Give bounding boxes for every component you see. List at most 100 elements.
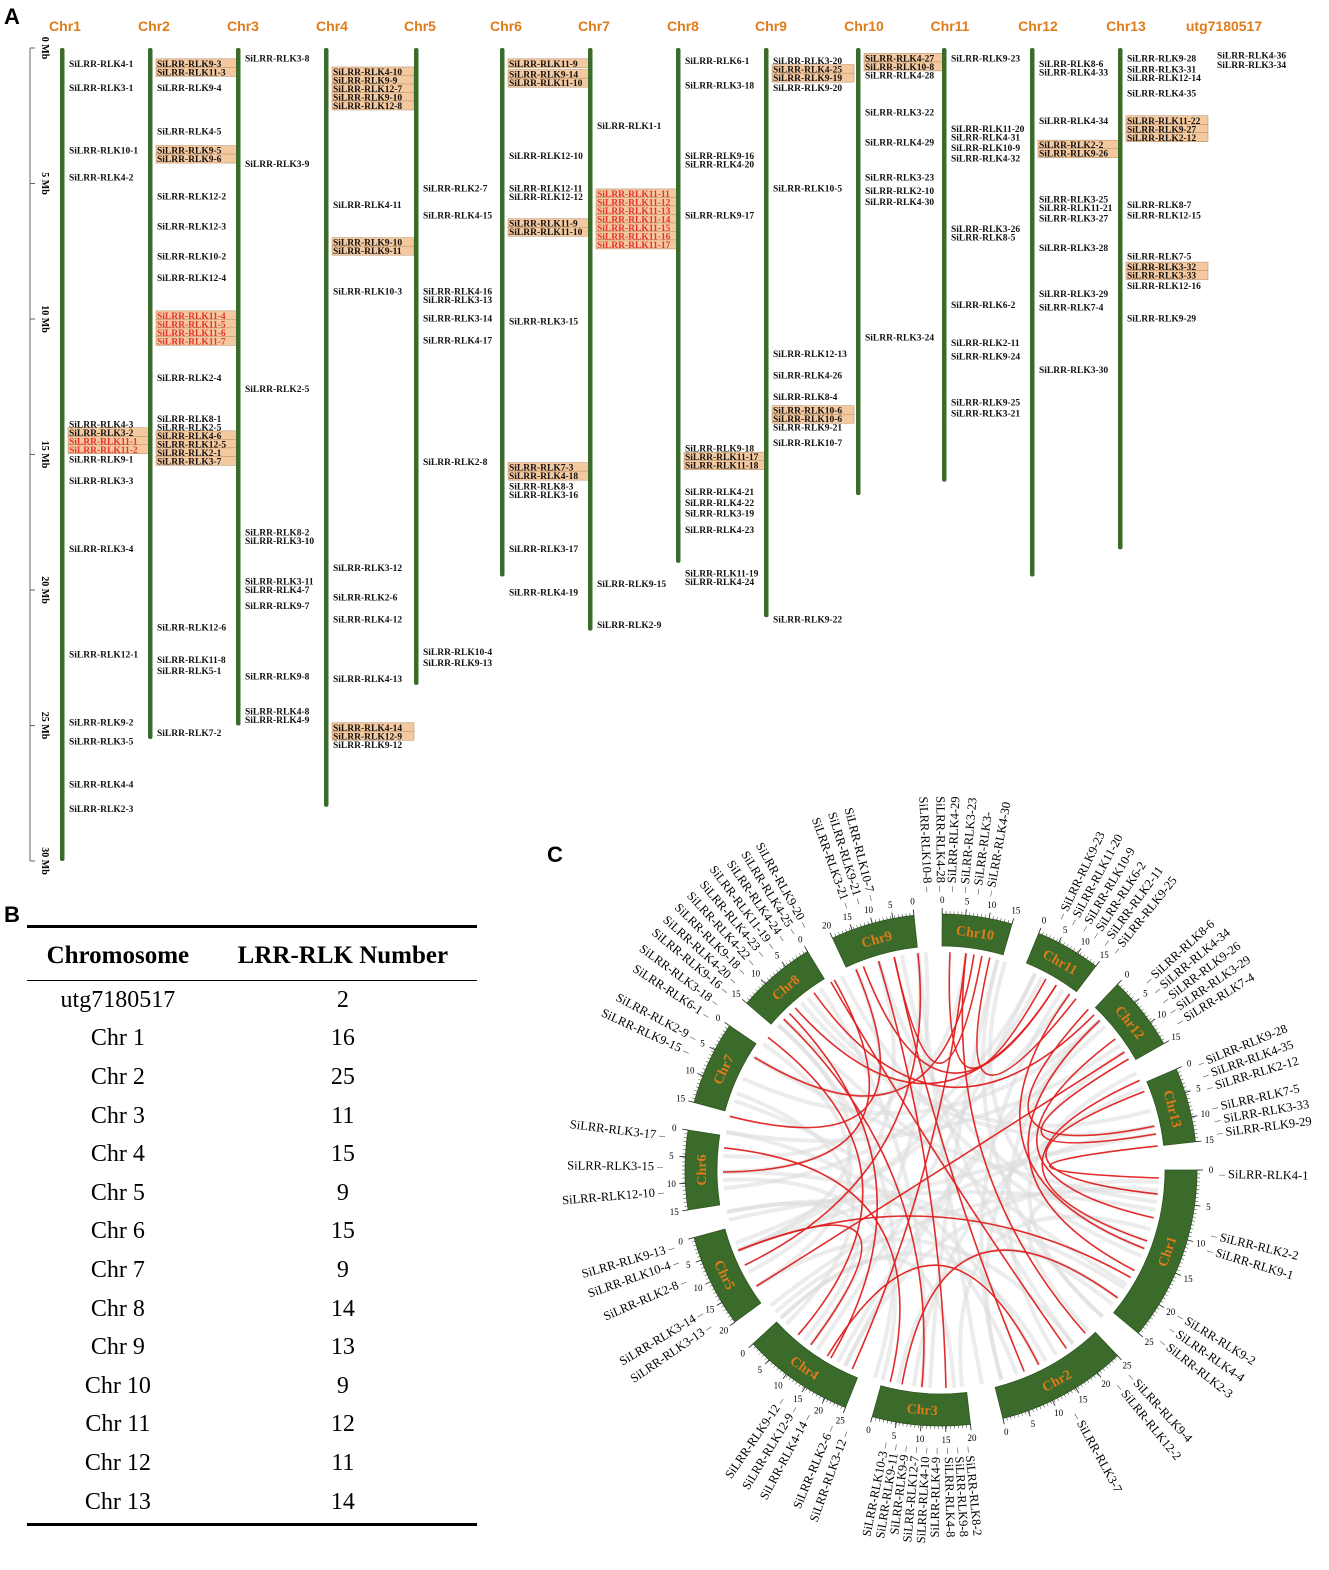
segment-minor-tick: [863, 922, 866, 926]
gene-label: SiLRR-RLK9-15: [597, 580, 666, 590]
segment-minor-tick: [1090, 1377, 1093, 1381]
segment-tick: [849, 924, 853, 931]
segment-minor-tick: [1120, 984, 1123, 988]
segment-minor-tick: [844, 1407, 846, 1411]
gene-label: SiLRR-RLK4-7: [245, 586, 310, 596]
scale-tick-label: 5 Mb: [39, 172, 50, 195]
segment-minor-tick: [709, 1284, 713, 1287]
red-synteny-link: [724, 1147, 901, 1383]
chromosome-bar: [148, 48, 153, 740]
segment-minor-tick: [840, 1405, 843, 1409]
grey-synteny-link: [843, 1024, 1107, 1367]
segment-tick-label: 5: [669, 1151, 674, 1161]
gene-label: SiLRR-RLK11-17: [597, 241, 671, 251]
gene-highlight-box: [1125, 132, 1209, 142]
segment-minor-tick: [890, 1421, 892, 1425]
segment-minor-tick: [1136, 1002, 1139, 1005]
cell-count: 9: [336, 1372, 349, 1399]
segment-minor-tick: [1168, 1287, 1172, 1289]
chromosome-segment: [693, 1025, 757, 1112]
gene-highlight-box: [1125, 270, 1209, 280]
gene-label: SiLRR-RLK4-8: [245, 708, 310, 718]
segment-minor-tick: [1138, 1332, 1141, 1336]
gene-label: SiLRR-RLK2-4: [157, 374, 222, 384]
cell-chromosome: Chr 8: [90, 1295, 145, 1322]
gene-label: SiLRR-RLK11-9: [509, 220, 578, 230]
segment-tick: [1052, 1400, 1056, 1407]
segment-minor-tick: [1154, 1310, 1158, 1313]
segment-tick-label: 10: [1196, 1239, 1206, 1249]
chromosome-bar: [588, 48, 593, 631]
gene-label: SiLRR-RLK11-8: [157, 656, 226, 666]
segment-minor-tick: [1074, 1388, 1077, 1392]
segment-minor-tick: [1077, 1386, 1080, 1390]
chromosome-bar: [1118, 48, 1123, 550]
cell-count: 11: [331, 1102, 355, 1129]
segment-minor-tick: [1017, 1414, 1019, 1418]
segment-minor-tick: [1166, 1290, 1170, 1293]
segment-tick: [1077, 948, 1082, 954]
panel-b-letter: B: [4, 902, 20, 927]
red-synteny-link: [756, 1051, 1125, 1287]
segment-label: Chr10: [955, 924, 995, 944]
chromosome-bar: [856, 48, 861, 496]
segment-minor-tick: [732, 1321, 736, 1324]
chromosome-header: Chr2: [138, 18, 170, 34]
table-bottom-rule: [27, 1523, 477, 1527]
segment-tick-label: 10: [915, 1434, 925, 1444]
segment-minor-tick: [886, 916, 888, 920]
chromosome-header: Chr6: [490, 18, 522, 34]
segment-minor-tick: [1159, 1035, 1163, 1038]
gene-label: SiLRR-RLK2-5: [245, 385, 310, 395]
gene-label-leader: [792, 1407, 797, 1413]
gene-label: SiLRR-RLK4-2: [69, 174, 134, 184]
gene-label: SiLRR-RLK9-6: [157, 155, 222, 165]
gene-label: SiLRR-RLK11-16: [597, 232, 671, 242]
segment-minor-tick: [1102, 1368, 1105, 1371]
segment-minor-tick: [1188, 1235, 1192, 1238]
chromosome-segments: Chr10510152025Chr22520151050Chr320151050…: [667, 895, 1214, 1445]
segment-minor-tick: [848, 927, 851, 931]
circos-synteny-panel: Chr10510152025Chr22520151050Chr320151050…: [562, 796, 1313, 1543]
segment-minor-tick: [1070, 1390, 1073, 1394]
segment-minor-tick: [1193, 1212, 1197, 1214]
gene-label: SiLRR-RLK4-33: [1039, 68, 1108, 78]
segment-minor-tick: [755, 989, 758, 992]
segment-minor-tick: [722, 1030, 726, 1033]
cell-chromosome: Chr 9: [90, 1334, 145, 1361]
segment-minor-tick: [1063, 1394, 1066, 1398]
gene-highlight-box: [771, 413, 855, 424]
grey-synteny-link: [900, 955, 1075, 1345]
gene-label-leader: [1162, 999, 1169, 1004]
segment-minor-tick: [773, 1365, 776, 1368]
cell-count: 14: [330, 1488, 355, 1515]
gene-label: SiLRR-RLK3-15: [509, 317, 578, 327]
segment-minor-tick: [1128, 993, 1131, 996]
segment-minor-tick: [694, 1090, 698, 1092]
segment-minor-tick: [1125, 990, 1129, 994]
segment-minor-tick: [701, 1267, 705, 1269]
segment-minor-tick: [894, 1421, 896, 1425]
red-synteny-link: [1041, 1079, 1148, 1242]
gene-label-leader: [1212, 1107, 1219, 1110]
segment-tick-label: 20: [968, 1433, 978, 1443]
gene-label-leader: [748, 960, 754, 966]
gene-label: SiLRR-RLK12-10: [562, 1186, 656, 1208]
red-synteny-link: [948, 952, 1047, 1069]
segment-minor-tick: [792, 957, 795, 961]
segment-minor-tick: [1059, 940, 1062, 944]
cell-count: 14: [330, 1295, 355, 1322]
gene-label: SiLRR-RLK3-4: [69, 545, 134, 555]
segment-minor-tick: [795, 1381, 798, 1385]
segment-minor-tick: [1145, 1323, 1149, 1326]
grey-synteny-link: [839, 975, 1143, 1258]
segment-tick-label: 15: [941, 1435, 951, 1445]
gene-label-leader: [1170, 1009, 1176, 1014]
red-synteny-link: [1040, 1058, 1157, 1144]
segment-minor-tick: [1117, 982, 1120, 985]
segment-minor-tick: [1170, 1283, 1174, 1286]
gene-label: SiLRR-RLK9-2: [69, 718, 134, 728]
grey-synteny-link: [774, 1188, 1158, 1314]
